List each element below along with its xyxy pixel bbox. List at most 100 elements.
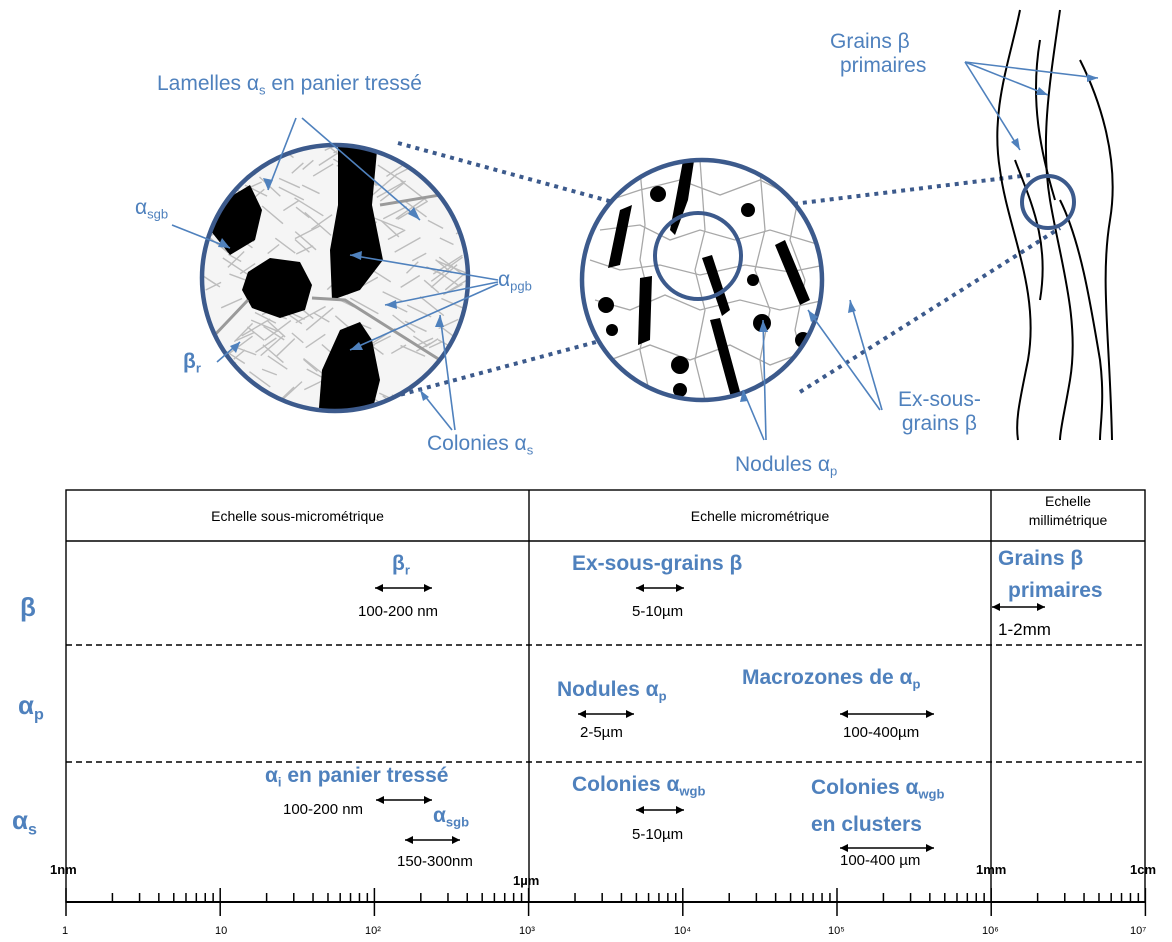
lamella (250, 319, 279, 333)
cell-colwgb-size: 5-10µm (632, 826, 684, 843)
lamella (467, 242, 468, 261)
lamella (371, 345, 384, 356)
lamella (261, 368, 278, 376)
cell-nodules-size: 2-5µm (580, 724, 623, 741)
lamella (260, 335, 284, 357)
lamella (266, 319, 286, 338)
label-br: βr (183, 350, 201, 376)
size-arrows (375, 587, 1045, 849)
lamella (303, 358, 318, 372)
tick-label-4: 10⁴ (674, 925, 691, 937)
lamella (376, 180, 407, 199)
tick-label-2: 10² (365, 925, 381, 937)
lamella (294, 197, 324, 217)
cell-ai-label: αi en panier tressé (265, 764, 449, 790)
marker-1nm: 1nm (50, 862, 77, 877)
lamella (455, 211, 468, 228)
cell-br-label: βr (392, 552, 410, 578)
label-nodules: Nodules αp (735, 453, 838, 479)
lamella (205, 281, 222, 291)
lamella (372, 216, 404, 231)
cell-colwgb-label: Colonies αwgb (572, 773, 706, 799)
label-asgb: αsgb (135, 196, 169, 222)
lamellar-microstructure (199, 142, 494, 430)
lamella (382, 291, 403, 303)
lamella (411, 252, 427, 262)
header-micro: Echelle micrométrique (690, 507, 830, 524)
lamella (465, 215, 468, 230)
tick-label-1: 10 (215, 925, 228, 937)
row-label-alpha-p: αp (18, 690, 44, 724)
lamella (394, 237, 421, 253)
label-apgb: αpgb (498, 268, 532, 294)
lamella (274, 237, 296, 254)
primary-grains (996, 9, 1114, 441)
log-scale-axis (65, 888, 1147, 916)
lamella (449, 256, 463, 268)
lamella (349, 297, 379, 315)
lamella (241, 318, 271, 337)
lamella (291, 162, 304, 174)
tick-label-0: 1 (62, 925, 69, 937)
lamella (460, 146, 468, 159)
lamella (280, 381, 303, 402)
label-lamelles: Lamelles αs en panier tressé (157, 72, 422, 98)
lamella (470, 149, 494, 160)
lamella (207, 145, 233, 154)
lamella (267, 243, 280, 255)
lamella (379, 182, 405, 202)
lamella (233, 145, 252, 150)
lamella (404, 200, 427, 218)
lamella (301, 184, 320, 195)
cell-grains-size: 1-2mm (998, 620, 1051, 639)
lamella (237, 347, 257, 356)
lamella (412, 335, 428, 347)
micro-microstructure (579, 157, 825, 403)
lamella (227, 148, 253, 169)
tick-label-5: 10⁵ (828, 925, 845, 937)
lamella (222, 162, 236, 171)
cell-exsous-label: Ex-sous-grains β (572, 552, 743, 575)
lamella (227, 253, 242, 263)
lamella (278, 186, 305, 201)
lamella (267, 355, 288, 370)
lamella (387, 229, 406, 241)
lamella (418, 337, 434, 346)
lamella (304, 211, 332, 236)
lamella (400, 274, 421, 288)
lamella (432, 254, 463, 275)
lamella (395, 197, 426, 220)
lamella (377, 164, 405, 183)
cell-asgb-label: αsgb (433, 804, 470, 830)
lamella (291, 332, 304, 344)
lamella (444, 271, 467, 291)
marker-1mm: 1mm (976, 862, 1007, 877)
lamella (419, 296, 445, 317)
label-exsous: Ex-sous-grains β (898, 388, 981, 435)
cell-br-size: 100-200 nm (358, 603, 439, 620)
lamella (254, 311, 277, 324)
lamella (461, 381, 468, 396)
cell-ai-size: 100-200 nm (283, 801, 364, 818)
lamella (338, 412, 368, 430)
tick-label-6: 10⁶ (982, 925, 999, 937)
label-colonies: Colonies αs (427, 432, 534, 458)
marker-1um: 1µm (513, 873, 540, 888)
cell-exsous-size: 5-10µm (632, 603, 684, 620)
lamella (295, 245, 314, 255)
lamella (276, 338, 296, 357)
lamella (428, 341, 443, 349)
lamella (382, 206, 407, 220)
lamella (313, 312, 330, 323)
lamella (249, 371, 271, 388)
lamella (233, 322, 254, 343)
cell-nodules-label: Nodules αp (557, 678, 667, 704)
lamella (238, 407, 252, 411)
lamella (406, 261, 419, 274)
lamella (220, 297, 243, 309)
